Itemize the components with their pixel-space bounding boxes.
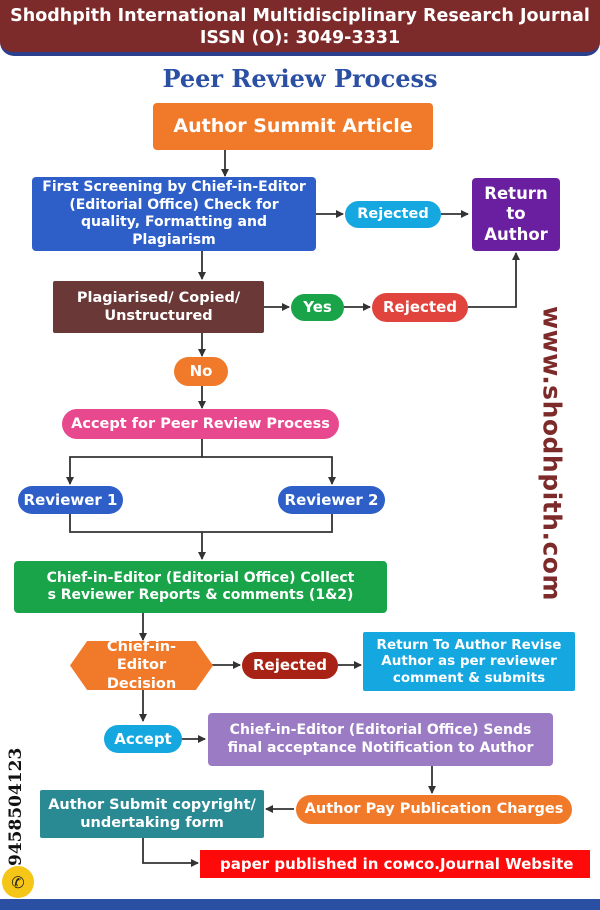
journal-issn: ISSN (O): 3049-3331 xyxy=(199,28,401,48)
rejected-badge-plagiarism: Rejected xyxy=(372,293,468,322)
website-url[interactable]: www.shodhpith.com xyxy=(537,305,567,601)
journal-header: Shodhpith International Multidisciplinar… xyxy=(0,0,600,56)
first-screening-box: First Screening by Chief-in-Editor (Edit… xyxy=(32,177,316,251)
journal-name: Shodhpith International Multidisciplinar… xyxy=(10,6,590,26)
arrow-rejected-to-return-up xyxy=(468,252,520,308)
arrow-copyright-to-published xyxy=(142,838,199,867)
accept-badge: Accept xyxy=(104,725,182,753)
pay-charges-box: Author Pay Publication Charges xyxy=(296,795,572,824)
author-submit-box: Author Summit Article xyxy=(153,103,433,150)
phone-number: 9458504123 xyxy=(6,747,26,867)
no-badge: No xyxy=(174,357,228,386)
arrow-to-reviewer-2 xyxy=(202,456,336,485)
rejected-badge-decision: Rejected xyxy=(242,652,338,679)
final-acceptance-box: Chief-in-Editor (Editorial Office) Sends… xyxy=(208,713,553,766)
reviewer-merge-line xyxy=(69,514,333,533)
phone-icon: ✆ xyxy=(2,866,34,898)
rejected-badge-screening: Rejected xyxy=(345,201,441,228)
collect-reports-box: Chief-in-Editor (Editorial Office) Colle… xyxy=(14,561,387,613)
submit-copyright-box: Author Submit copyright/ undertaking for… xyxy=(40,790,264,838)
return-to-author-box: Return to Author xyxy=(472,178,560,251)
arrow-to-reviewer-1 xyxy=(66,439,203,485)
yes-badge: Yes xyxy=(291,294,344,321)
decision-hexagon: Chief-in-Editor Decision xyxy=(70,641,213,690)
reviewer-1-box: Reviewer 1 xyxy=(18,486,123,514)
page-title: Peer Review Process xyxy=(162,64,438,93)
return-revise-box: Return To Author Revise Author as per re… xyxy=(363,632,575,691)
published-box: paper published in сомсо.Journal Website xyxy=(200,850,590,878)
bottom-strip xyxy=(0,899,600,910)
plagiarised-box: Plagiarised/ Copied/ Unstructured xyxy=(53,281,264,333)
accept-peer-review-box: Accept for Peer Review Process xyxy=(62,409,339,439)
reviewer-2-box: Reviewer 2 xyxy=(278,486,385,514)
